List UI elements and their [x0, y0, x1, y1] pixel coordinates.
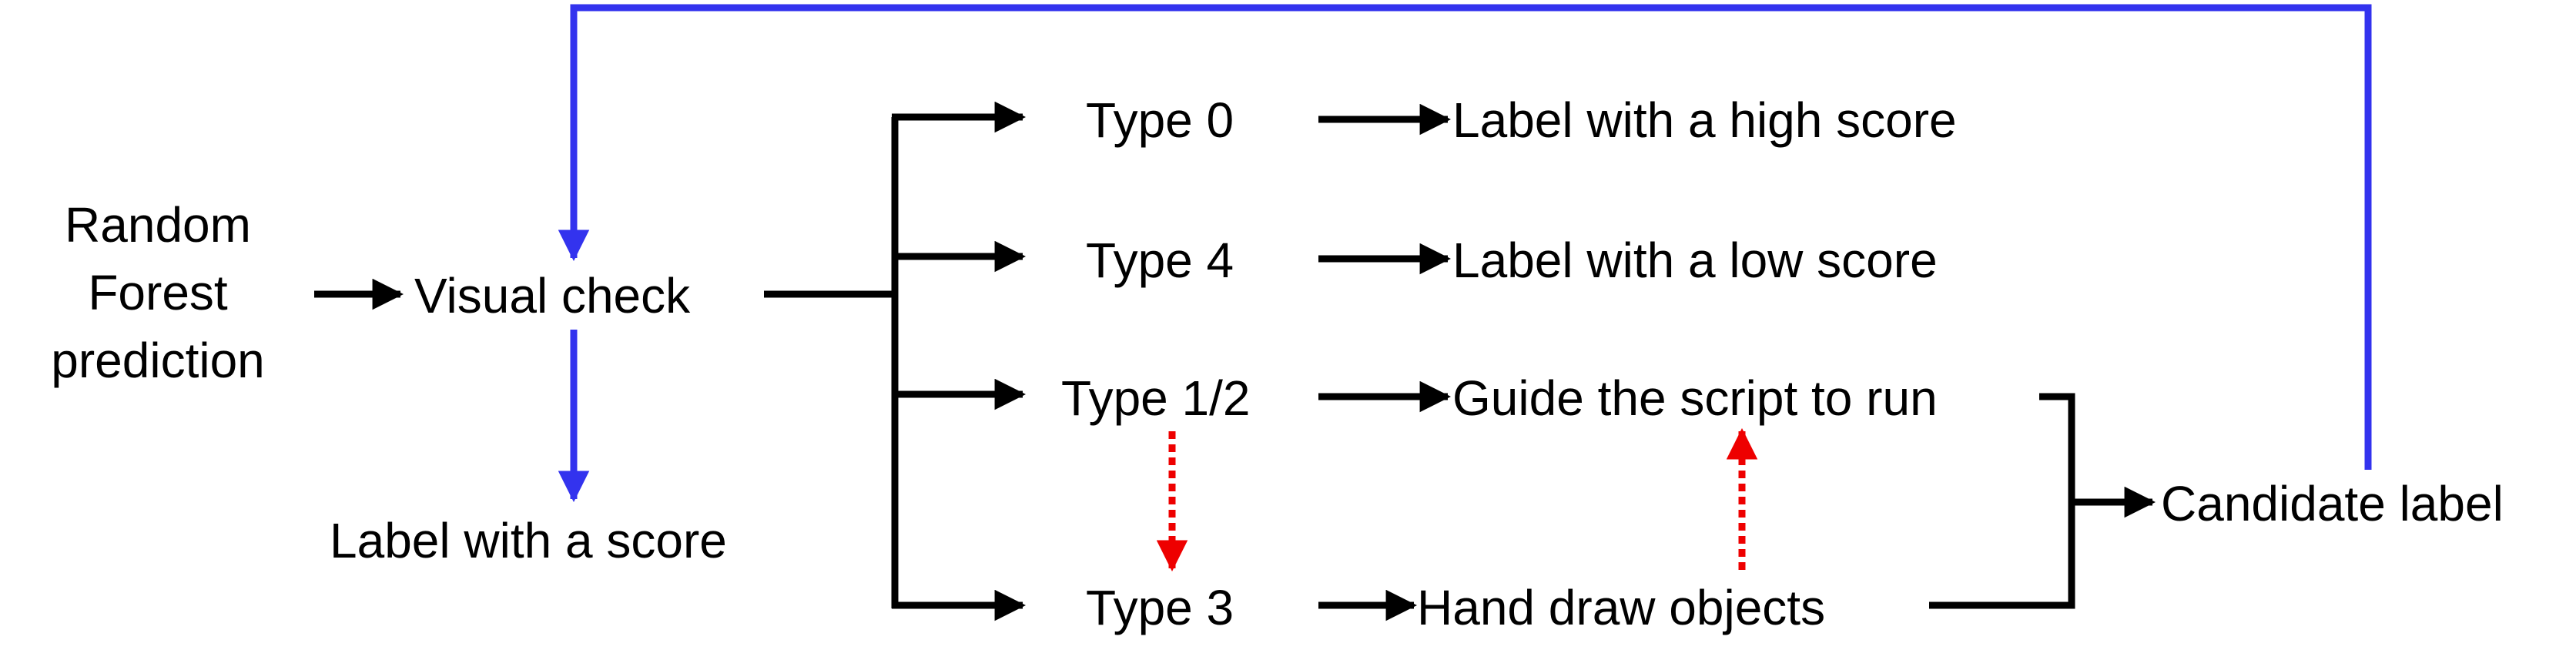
type0-node: Type 0: [1086, 92, 1234, 148]
label-high-score-node: Label with a high score: [1452, 92, 1957, 148]
candidate-label-node: Candidate label: [2161, 476, 2504, 531]
rf-label-line-1: Random: [65, 197, 251, 253]
guide-script-merge-line: [1929, 393, 2075, 609]
type4-node: Type 4: [1086, 233, 1234, 288]
guide-script-node: Guide the script to run: [1452, 370, 1938, 426]
rf-label-line-2: Forest: [88, 265, 228, 320]
type12-node: Type 1/2: [1061, 370, 1251, 426]
feedback-loop-line: [558, 4, 2372, 470]
hand-draw-objects-node: Hand draw objects: [1417, 580, 1826, 635]
type3-node: Type 3: [1086, 580, 1234, 635]
label-with-score-node: Label with a score: [330, 513, 727, 568]
rf-label-line-3: prediction: [51, 333, 265, 388]
label-low-score-node: Label with a low score: [1452, 233, 1938, 288]
visual-check-node: Visual check: [414, 268, 691, 323]
random-forest-prediction-node: Random Forest prediction: [23, 191, 293, 394]
